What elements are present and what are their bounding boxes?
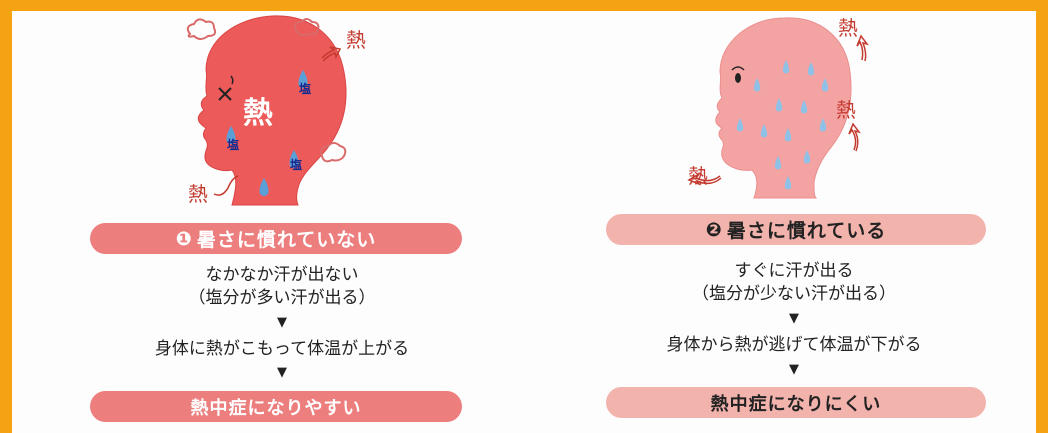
head-silhouette-right — [715, 17, 852, 199]
cool-head-illustration — [687, 17, 869, 199]
condition-title-text: 暑さに慣れている — [726, 220, 887, 242]
condition-title-text: 暑さに慣れていない — [196, 229, 377, 251]
number-badge: ❶ — [175, 227, 193, 250]
number-badge: ❷ — [705, 218, 723, 241]
condition-title-right: ❷ 暑さに慣れている — [606, 214, 986, 245]
result-right: 熱中症になりにくい — [606, 387, 986, 418]
steam-puff-icon — [186, 18, 217, 40]
body-effect: 身体に熱がこもって体温が上がる — [154, 339, 410, 359]
down-arrow-icon: ▼ — [789, 311, 799, 326]
hot-head-illustration — [186, 15, 347, 206]
salt-label: 塩 — [227, 138, 240, 152]
x-eye-icon — [218, 87, 232, 101]
result-left: 熱中症になりやすい — [90, 391, 462, 422]
salt-label: 塩 — [299, 82, 312, 96]
heat-word: 熱 — [836, 98, 856, 122]
salt-description: （塩分が少ない汗が出る） — [692, 284, 896, 304]
heat-word: 熱 — [838, 16, 858, 40]
down-arrow-icon: ▼ — [789, 362, 799, 377]
sweat-drop-icon — [226, 70, 308, 196]
down-arrow-icon: ▼ — [277, 315, 287, 330]
body-effect: 身体から熱が逃げて体温が下がる — [666, 335, 922, 355]
condition-title-left: ❶ 暑さに慣れていない — [90, 223, 462, 254]
eye-icon — [735, 73, 741, 83]
heat-word: 熱 — [188, 182, 208, 206]
sweat-description: すぐに汗が出る — [734, 261, 854, 281]
sweat-drop-icon — [736, 60, 829, 190]
heat-word: 熱 — [688, 164, 708, 188]
right-panel: 熱 熱 熱 ❷ 暑さに慣れている すぐに汗が出る （塩分が少ない汗が出る） ▼ … — [524, 0, 1048, 433]
heat-word: 熱 — [346, 28, 366, 52]
salt-description: （塩分が多い汗が出る） — [188, 288, 376, 308]
left-panel: 熱 塩 塩 塩 熱 熱 ❶ 暑さに慣れていない なかなか汗が出ない （塩分が多い… — [90, 15, 462, 422]
head-silhouette-left — [197, 15, 347, 206]
head-heat-label: 熱 — [243, 96, 273, 131]
sweat-description: なかなか汗が出ない — [205, 265, 359, 285]
down-arrow-icon: ▼ — [277, 365, 287, 380]
salt-label: 塩 — [290, 158, 303, 172]
steam-puff-icon — [293, 18, 320, 37]
steam-puff-icon — [319, 142, 347, 163]
